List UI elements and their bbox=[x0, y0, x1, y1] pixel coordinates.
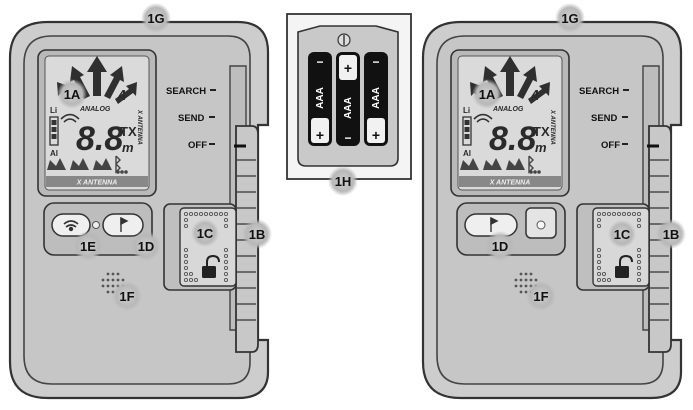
antenna-bar-label: X ANTENNA bbox=[76, 180, 118, 187]
li-label: Li bbox=[50, 106, 57, 115]
device-right: ANALOG 4 Li Al 8.8 TX m X ANTENNA X ANTE… bbox=[421, 20, 683, 400]
group-icons bbox=[47, 155, 128, 174]
battery-level-icon bbox=[49, 116, 59, 146]
battery-3-plus: + bbox=[372, 127, 380, 143]
callout-1g-left: 1G bbox=[147, 11, 164, 26]
count-digit-right: 4 bbox=[531, 87, 540, 104]
signal-button-icon bbox=[63, 220, 79, 232]
battery-inset: − + AAA + − AAA − + AAA bbox=[286, 13, 412, 180]
analog-label: ANALOG bbox=[79, 106, 111, 113]
battery-cell-3: − + AAA bbox=[364, 52, 388, 146]
callout-1f-right: 1F bbox=[533, 289, 548, 304]
signal-icon bbox=[60, 113, 80, 123]
callouts: 1G 1A 1B 1C 1D 1E 1F 1H 1G 1A 1B 1C 1D 1… bbox=[57, 3, 686, 311]
antenna-bar-label-right: X ANTENNA bbox=[489, 180, 531, 187]
battery-1-plus: + bbox=[316, 127, 324, 143]
battery-3-minus: − bbox=[372, 55, 379, 69]
antenna-label: X ANTENNA bbox=[136, 109, 142, 145]
al-label-right: Al bbox=[463, 149, 471, 158]
flag-icon-right bbox=[490, 216, 499, 232]
battery-cell-2: + − AAA bbox=[336, 52, 360, 146]
al-label: Al bbox=[50, 149, 58, 158]
group-icons-right bbox=[460, 155, 541, 174]
callout-1c-left: 1C bbox=[197, 226, 214, 241]
callout-1h: 1H bbox=[335, 174, 352, 189]
battery-2-plus: + bbox=[344, 60, 352, 76]
callout-1d-left: 1D bbox=[138, 239, 155, 254]
battery-level-icon-right bbox=[462, 116, 472, 146]
door-grip-dots bbox=[183, 211, 229, 283]
meter-unit: m bbox=[122, 140, 134, 155]
mode-label-search: SEARCH bbox=[166, 86, 206, 97]
callout-1a-left: 1A bbox=[64, 87, 81, 102]
callout-1b-left: 1B bbox=[249, 227, 266, 242]
lock-icon[interactable] bbox=[202, 254, 220, 278]
meter-unit-right: m bbox=[535, 140, 547, 155]
mode-label-off: OFF bbox=[188, 140, 207, 151]
indicator-led-right bbox=[536, 220, 546, 230]
li-label-right: Li bbox=[463, 106, 470, 115]
analog-label-right: ANALOG bbox=[492, 106, 524, 113]
antenna-bar-right bbox=[459, 176, 561, 187]
tx-label-right: TX bbox=[533, 124, 550, 139]
callout-1g-right: 1G bbox=[561, 11, 578, 26]
battery-2-minus: − bbox=[344, 131, 351, 145]
count-digit: 4 bbox=[118, 87, 127, 104]
battery-1-minus: − bbox=[316, 55, 323, 69]
lock-icon-right[interactable] bbox=[615, 254, 633, 278]
signal-icon-right bbox=[473, 113, 493, 123]
callout-1a-right: 1A bbox=[479, 87, 496, 102]
mode-label-search-right: SEARCH bbox=[579, 86, 619, 97]
device-left: ANALOG 4 Li Al 8.8 TX m X ANTENNA X ANTE… bbox=[8, 20, 270, 400]
antenna-bar bbox=[46, 176, 148, 187]
callout-1e-left: 1E bbox=[80, 239, 96, 254]
battery-2-label: AAA bbox=[343, 97, 354, 119]
battery-3-label: AAA bbox=[371, 87, 382, 109]
indicator-led bbox=[92, 221, 100, 229]
battery-1-label: AAA bbox=[315, 87, 326, 109]
callout-1c-right: 1C bbox=[614, 227, 631, 242]
distance-digits: 8.8 bbox=[76, 120, 123, 158]
callout-1b-right: 1B bbox=[663, 227, 680, 242]
mode-label-off-right: OFF bbox=[601, 140, 620, 151]
battery-cell-1: − + AAA bbox=[308, 52, 332, 146]
flag-button[interactable] bbox=[102, 213, 144, 237]
tx-label: TX bbox=[120, 124, 137, 139]
antenna-label-right: X ANTENNA bbox=[549, 109, 555, 145]
distance-digits-right: 8.8 bbox=[489, 120, 536, 158]
flag-icon bbox=[120, 216, 129, 232]
mode-label-send-right: SEND bbox=[591, 113, 618, 124]
door-grip-dots-right bbox=[596, 211, 642, 283]
callout-1d-right: 1D bbox=[492, 239, 509, 254]
mode-label-send: SEND bbox=[178, 113, 205, 124]
callout-1f-left: 1F bbox=[119, 289, 134, 304]
